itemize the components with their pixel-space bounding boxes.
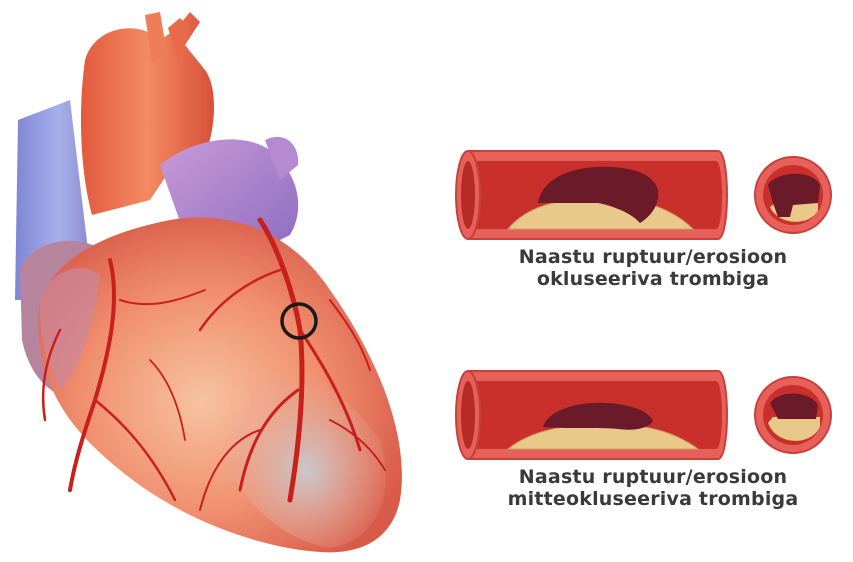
vessel-longitudinal: [456, 371, 727, 459]
caption-occlusive: Naastu ruptuur/erosioon okluseeriva trom…: [488, 246, 818, 290]
heart-illustration: [0, 0, 430, 562]
caption-line-1: Naastu ruptuur/erosioon: [488, 466, 818, 488]
vessel-cross-section: [755, 157, 831, 233]
caption-line-1: Naastu ruptuur/erosioon: [488, 246, 818, 268]
panel-occlusive: Naastu ruptuur/erosioon okluseeriva trom…: [448, 145, 848, 305]
vessel-diagram-occlusive: [448, 145, 848, 245]
panel-non-occlusive: Naastu ruptuur/erosioon mitteokluseeriva…: [448, 365, 848, 525]
caption-line-2: okluseeriva trombiga: [488, 268, 818, 290]
caption-line-2: mitteokluseeriva trombiga: [488, 488, 818, 510]
caption-non-occlusive: Naastu ruptuur/erosioon mitteokluseeriva…: [488, 466, 818, 510]
vessel-diagram-non-occlusive: [448, 365, 848, 465]
vessel-longitudinal: [456, 151, 727, 239]
vessel-cross-section: [755, 377, 831, 453]
